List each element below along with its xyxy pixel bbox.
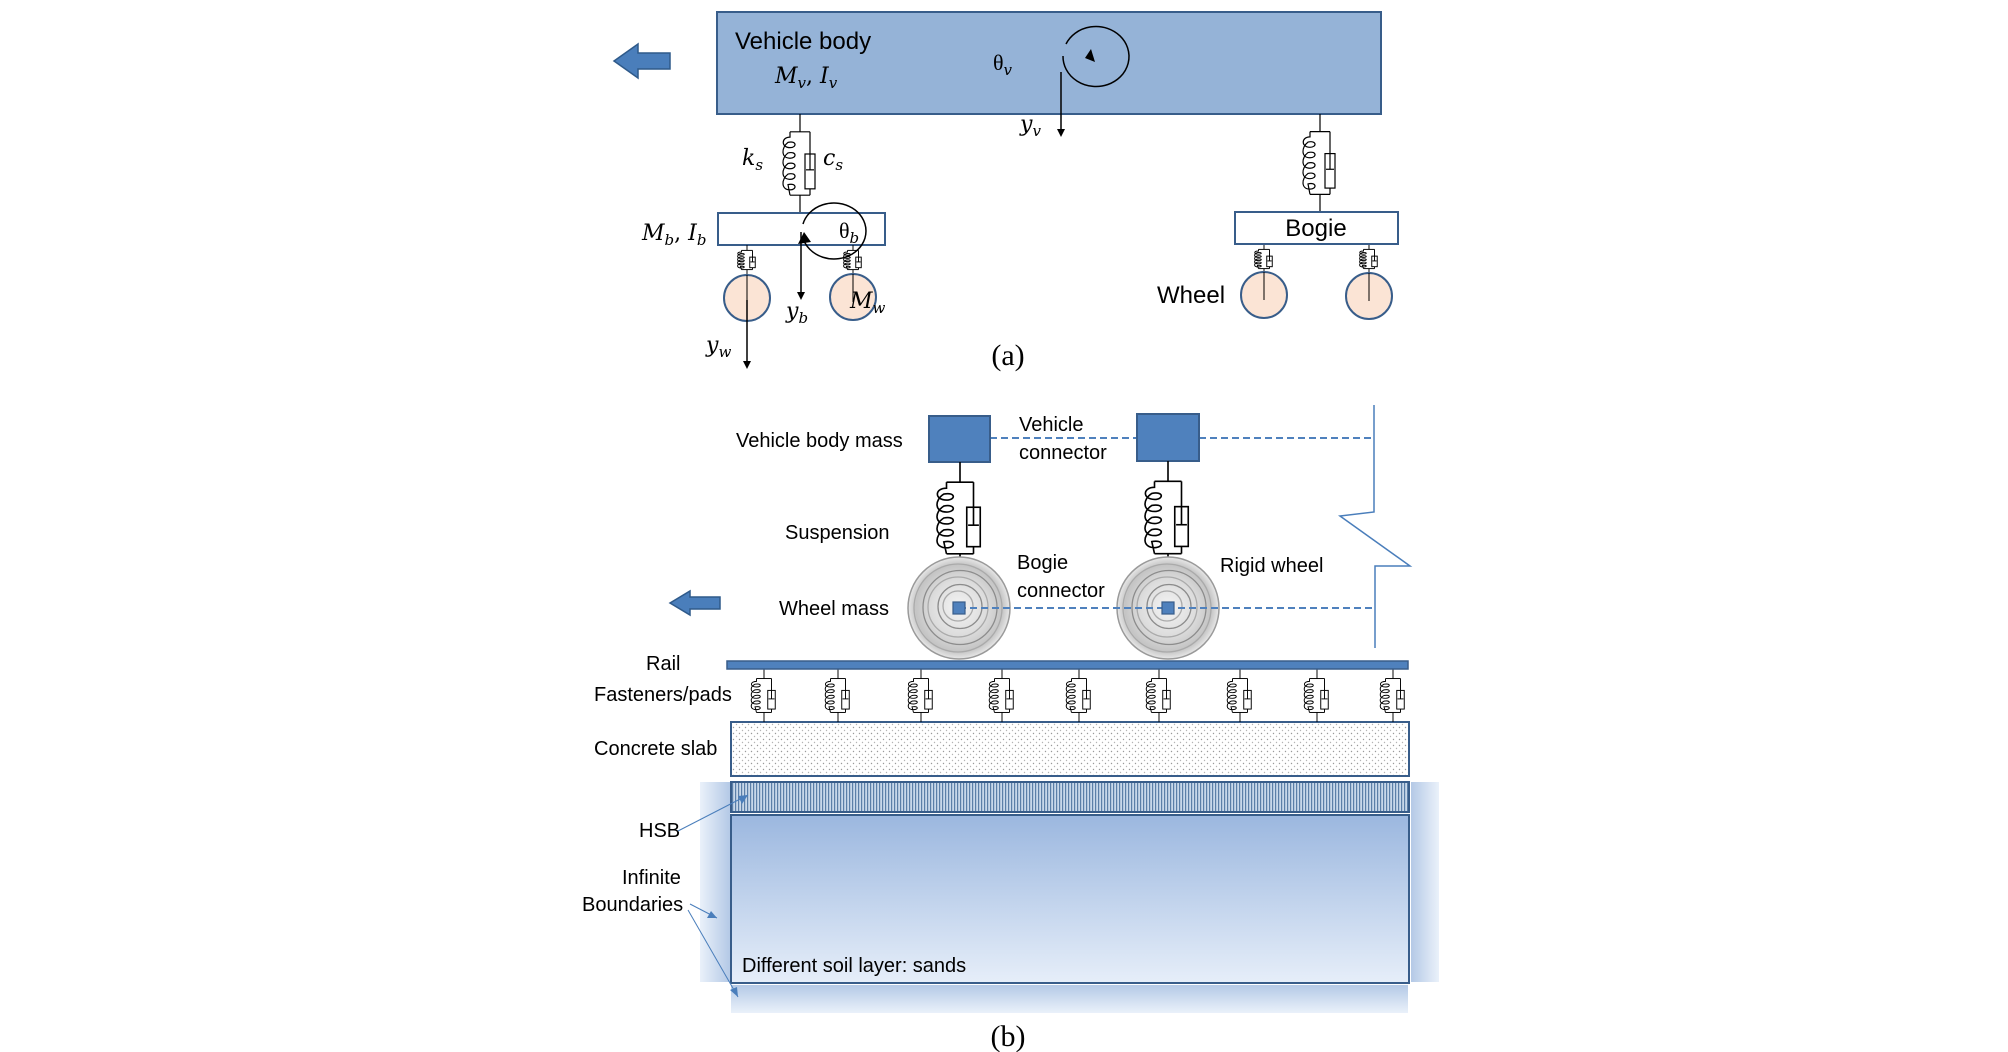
- rotation-v-icon: [1062, 25, 1130, 88]
- rigid-wheel-label: Rigid wheel: [1220, 555, 1323, 577]
- mass-inertia-vehicle-label: Mv, Iv: [774, 64, 838, 92]
- direction-arrow-icon: [612, 42, 671, 80]
- y-w-label: yw: [705, 333, 731, 361]
- vehicle-connector-label-2: connector: [1019, 442, 1107, 464]
- wheelset-group: [723, 244, 1393, 322]
- m-w-label: Mw: [849, 289, 886, 317]
- soil-layer: [730, 814, 1410, 984]
- y-v-label: yv: [1019, 112, 1041, 140]
- vehicle-body: [716, 11, 1382, 115]
- fastener-7: [1226, 669, 1252, 722]
- direction-arrow-b-icon: [668, 589, 721, 617]
- wheel-label: Wheel: [1157, 282, 1225, 309]
- vehicle-body-mass-left: [928, 415, 991, 463]
- caption-b: (b): [991, 1020, 1026, 1052]
- vehicle-body-label: Vehicle body: [735, 28, 871, 55]
- vehicle-body-mass-right: [1136, 413, 1200, 462]
- spring-damper-ks-cs: [782, 114, 816, 213]
- boundary-leader-2: [687, 909, 739, 998]
- theta-v-label: θv: [993, 50, 1013, 79]
- hsb-layer: [730, 781, 1410, 813]
- suspension-label: Suspension: [785, 522, 890, 544]
- panel-a: Vehicle body Mv, Iv θv yv ks cs Mb, Ib: [612, 11, 1399, 372]
- rotation-b-icon: [802, 202, 867, 260]
- wheel-right-2-spring: [1359, 244, 1378, 274]
- hsb-label: HSB: [639, 820, 680, 842]
- wheel-left-1-spring: [737, 245, 756, 275]
- hsb-leader: [677, 794, 749, 832]
- fasteners-label: Fasteners/pads: [594, 684, 732, 706]
- infinite-boundaries-label-line1: Infinite: [622, 867, 681, 889]
- wheel-mass-right: [1161, 601, 1175, 615]
- concrete-slab: [730, 721, 1410, 777]
- infinite-boundary-left: [700, 782, 730, 982]
- infinite-boundary-right: [1411, 782, 1439, 982]
- wheel-mass-label: Wheel mass: [779, 598, 889, 620]
- bogie-right: [1234, 211, 1399, 245]
- theta-b-label: θb: [839, 218, 859, 247]
- fastener-3: [907, 669, 933, 722]
- fastener-9: [1379, 669, 1405, 722]
- fastener-6: [1145, 669, 1171, 722]
- fastener-5: [1065, 669, 1091, 722]
- c-s-label: cs: [823, 146, 843, 174]
- vehicle-body-mass-label: Vehicle body mass: [736, 430, 903, 452]
- fastener-2: [824, 669, 850, 722]
- fastener-pad-group: [750, 669, 1405, 722]
- panel-b: Different soil layer: sands Vehicle body…: [582, 405, 1439, 1052]
- mass-inertia-bogie-label: Mb, Ib: [641, 221, 706, 249]
- infinite-boundary-bottom: [731, 985, 1408, 1013]
- rail: [726, 660, 1409, 670]
- vehicle-connector-label-1: Vehicle: [1019, 414, 1084, 436]
- primary-suspension-right: [1302, 114, 1336, 212]
- infinite-boundaries-label-line2: Boundaries: [582, 894, 683, 916]
- wheel-right-1-spring: [1254, 244, 1273, 274]
- fastener-1: [750, 669, 776, 722]
- spring-damper-right: [1302, 114, 1336, 212]
- wheel-mass-left: [952, 601, 966, 615]
- bogie-label: Bogie: [1285, 215, 1346, 242]
- fastener-8: [1303, 669, 1329, 722]
- fastener-4: [988, 669, 1014, 722]
- y-b-label: yb: [785, 299, 808, 327]
- rail-label: Rail: [646, 653, 680, 675]
- bogie-connector-label-1: Bogie: [1017, 552, 1068, 574]
- soil-layer-label: Different soil layer: sands: [742, 955, 966, 977]
- primary-suspension-left: [782, 114, 816, 213]
- caption-a: (a): [991, 339, 1024, 372]
- k-s-label: ks: [742, 146, 763, 174]
- model-break-line: [1337, 405, 1413, 648]
- concrete-slab-label: Concrete slab: [594, 738, 717, 760]
- bogie-connector-label-2: connector: [1017, 580, 1105, 602]
